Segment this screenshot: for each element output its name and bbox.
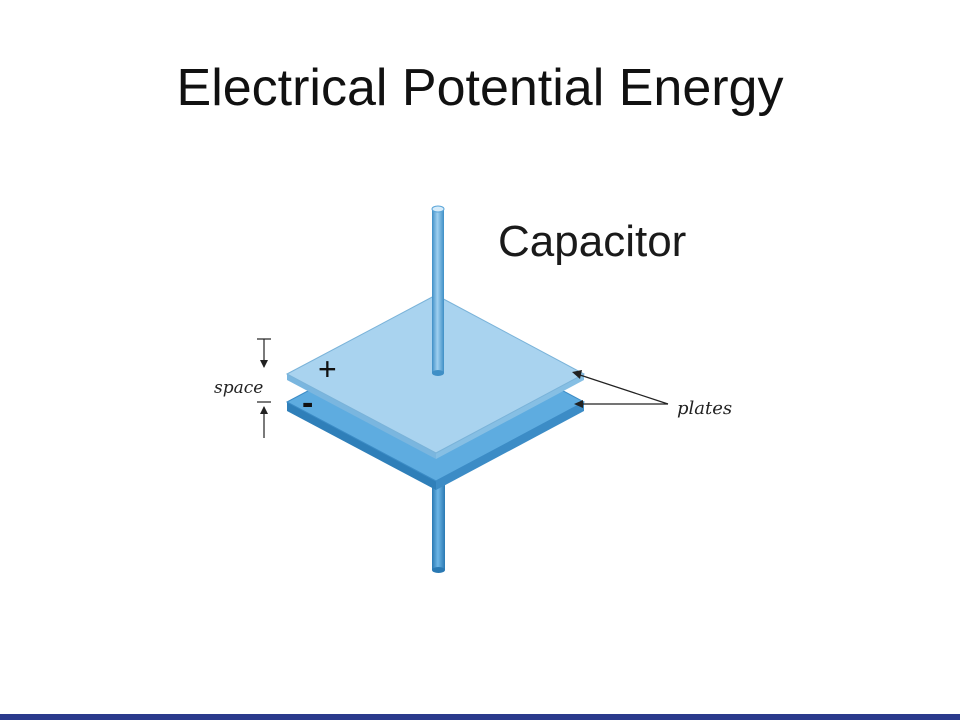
capacitor-heading: Capacitor <box>498 217 686 266</box>
negative-sign: - <box>302 384 313 422</box>
top-rod <box>431 205 445 376</box>
bottom-rule <box>0 714 960 720</box>
plates-label: plates <box>677 398 732 419</box>
space-label: space <box>214 378 263 398</box>
slide-title: Electrical Potential Energy <box>176 59 784 117</box>
plates-pointer-lines <box>572 370 669 408</box>
space-dimension-marker <box>257 338 271 438</box>
bottom-rod <box>432 484 445 573</box>
positive-sign: + <box>318 351 337 387</box>
